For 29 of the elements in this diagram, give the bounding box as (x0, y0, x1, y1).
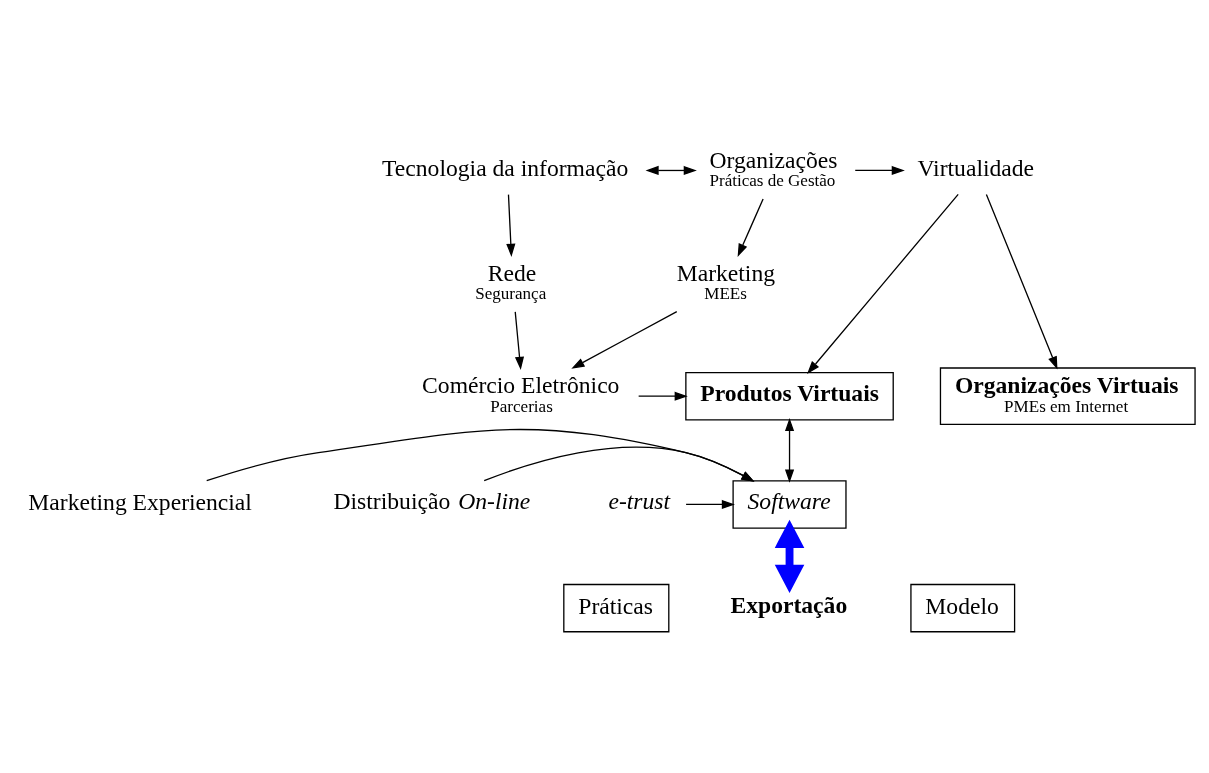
node-text: Distribuição On-line (333, 487, 531, 514)
node-box: Produtos Virtuais (685, 371, 894, 420)
arrow (685, 499, 735, 509)
node-box: Práticas (563, 583, 670, 632)
arrow (506, 193, 516, 257)
node-text: Rede Segurança (475, 259, 547, 303)
arrow (645, 165, 697, 175)
node-text: Virtualidade (917, 154, 1035, 181)
node-box: Organizações Virtuais PMEs em Internet (939, 366, 1196, 425)
node-box: Software (732, 479, 847, 529)
arrow (638, 391, 688, 401)
node-text: Tecnologia da informação (382, 154, 629, 181)
node-text: Organizações Práticas de Gestão (709, 146, 838, 190)
arrow (774, 519, 805, 593)
arrow (483, 446, 755, 482)
node-text: Marketing MEEs (676, 259, 776, 303)
node-text: Marketing Experiencial (28, 488, 252, 515)
arrow (807, 193, 959, 374)
arrow (985, 193, 1058, 370)
arrow (571, 310, 678, 369)
arrow (514, 310, 525, 370)
arrow (854, 165, 905, 175)
arrow (784, 417, 795, 483)
node-text: Exportação (730, 591, 848, 618)
arrow (737, 197, 764, 257)
node-box: Modelo (910, 583, 1016, 632)
arrow (206, 428, 755, 482)
node-text: Comércio Eletrônico Parcerias (422, 371, 620, 416)
node-text: e-trust (608, 487, 671, 514)
